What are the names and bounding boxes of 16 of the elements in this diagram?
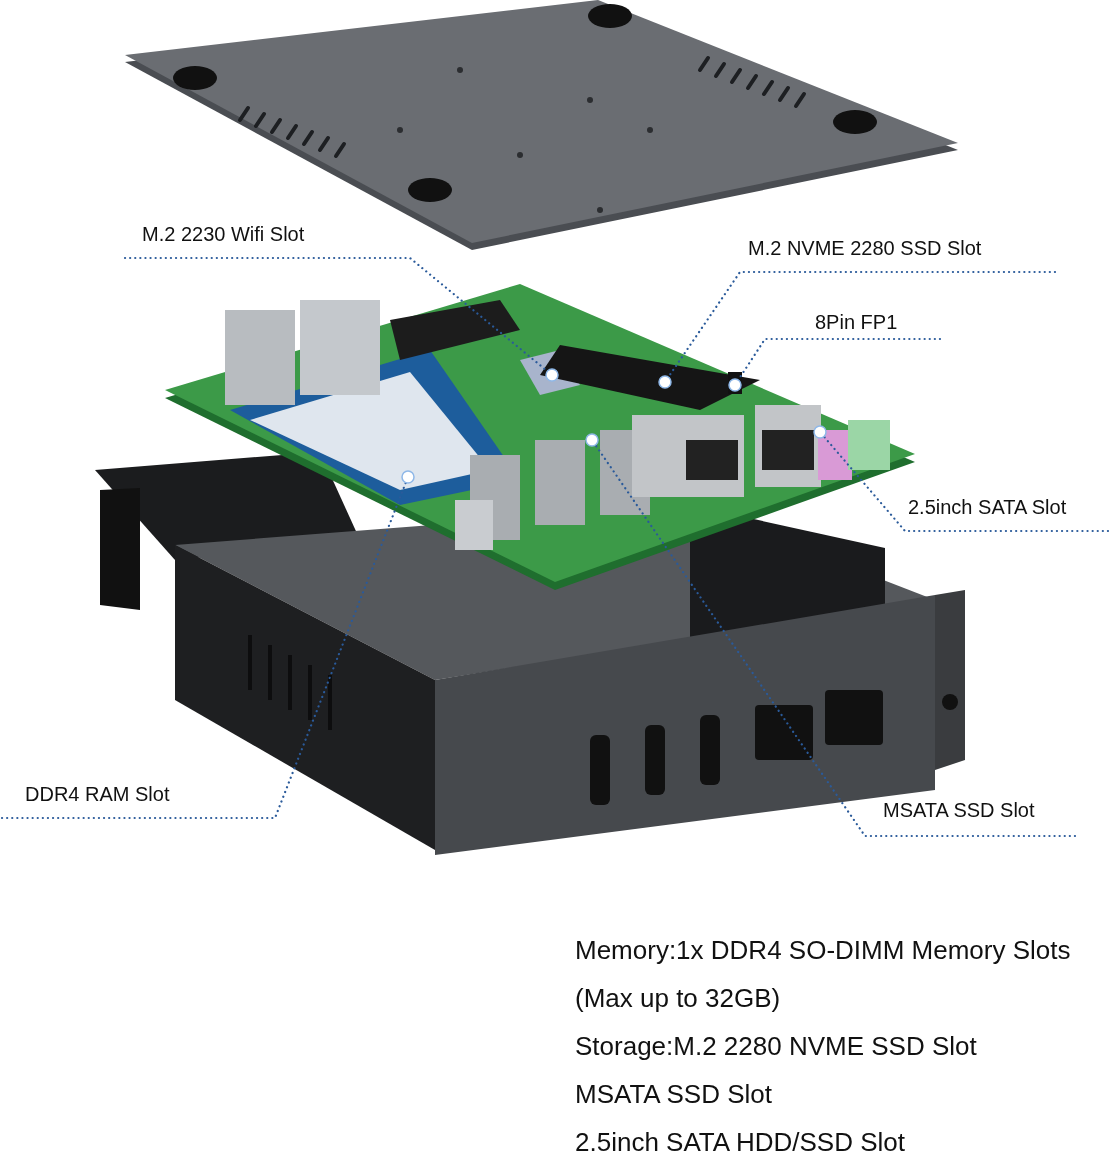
leader-line (813, 425, 1110, 533)
spec-text: Storage:M.2 2280 NVME SSD Slot (575, 1030, 978, 1063)
callout-label: M.2 2230 Wifi Slot (125, 222, 410, 258)
leader-line (123, 256, 559, 382)
leader-line (658, 270, 1057, 389)
spec-text: MSATA SSD Slot (575, 1078, 773, 1111)
callout-label: 8Pin FP1 (765, 310, 940, 339)
leader-line (585, 433, 1077, 838)
leader-line (0, 470, 415, 820)
leader-line (728, 337, 942, 392)
callout-label: 2.5inch SATA Slot (905, 495, 1110, 531)
spec-text: 2.5inch SATA HDD/SSD Slot (575, 1126, 906, 1153)
callout-label: M.2 NVME 2280 SSD Slot (740, 236, 1055, 272)
callout-label: MSATA SSD Slot (865, 798, 1075, 836)
spec-text: Memory:1x DDR4 SO-DIMM Memory Slots (Max up to 32GB) (575, 934, 1072, 1015)
callout-label: DDR4 RAM Slot (2, 782, 275, 818)
